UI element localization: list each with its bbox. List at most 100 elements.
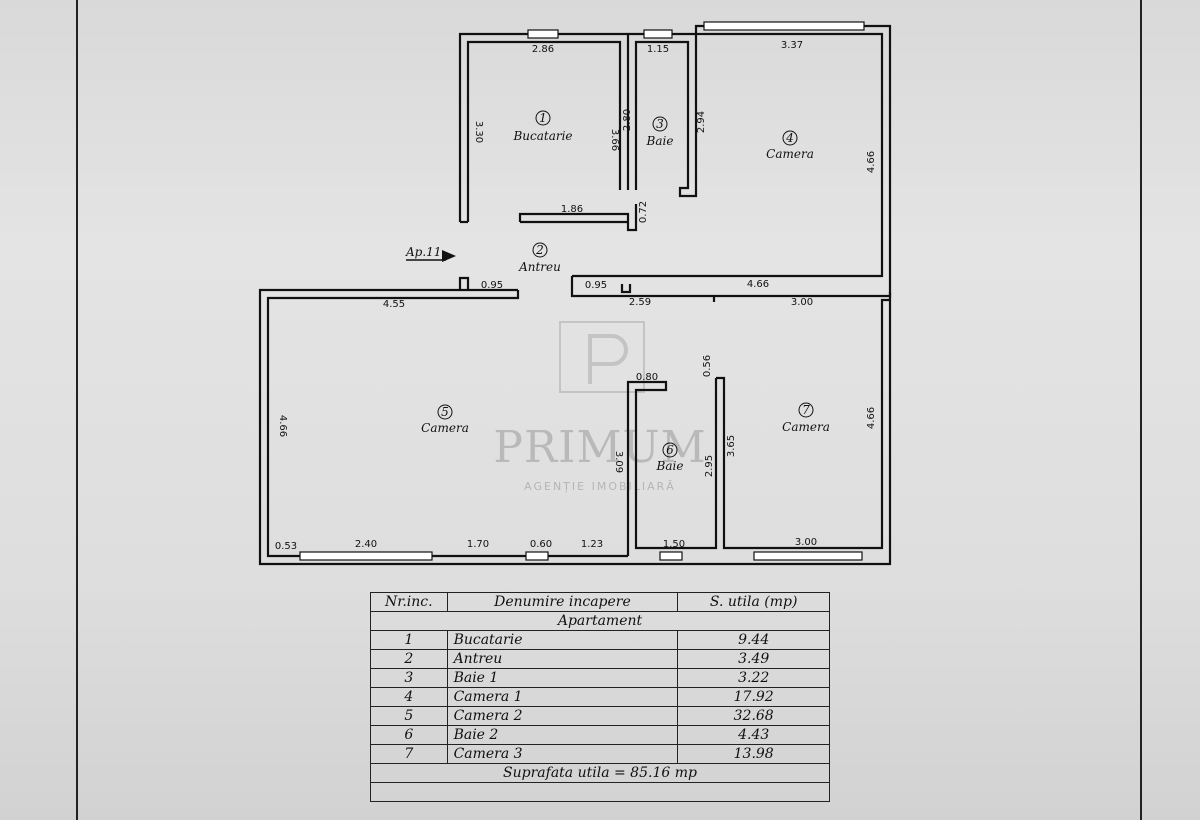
dimension-label: 3.00 bbox=[795, 537, 817, 548]
window bbox=[659, 551, 683, 561]
dimension-label: 0.95 bbox=[585, 280, 607, 291]
dimension-label: 3.37 bbox=[781, 40, 803, 51]
room-area-table: Nr.inc. Denumire incapere S. utila (mp) … bbox=[370, 592, 830, 802]
dimension-label: 0.56 bbox=[702, 355, 713, 377]
room-name: Camera bbox=[782, 420, 830, 434]
dimension-label: 2.80 bbox=[622, 109, 633, 131]
cell-nr: 6 bbox=[370, 725, 448, 745]
room-labels: 1 Bucatarie 2 Antreu 3 Baie 4 Camera 5 bbox=[421, 110, 830, 473]
cell-name: Camera 3 bbox=[446, 744, 679, 764]
room-number: 7 bbox=[802, 403, 810, 417]
dimension-label: 2.95 bbox=[704, 455, 715, 477]
section-title: Apartament bbox=[370, 611, 830, 631]
room-number: 2 bbox=[535, 243, 544, 257]
cell-name: Baie 2 bbox=[446, 725, 679, 745]
column-header-name: Denumire incapere bbox=[446, 592, 679, 612]
room-name: Baie bbox=[656, 459, 684, 473]
walls bbox=[258, 24, 892, 566]
room-2: 2 Antreu bbox=[518, 242, 561, 274]
table-row: 6 Baie 2 4.43 bbox=[370, 725, 830, 745]
dimension-label: 3.66 bbox=[609, 129, 620, 151]
cell-nr: 3 bbox=[370, 668, 448, 688]
table-row: 1 Bucatarie 9.44 bbox=[370, 630, 830, 650]
room-4: 4 Camera bbox=[766, 130, 814, 161]
window bbox=[525, 551, 549, 561]
room-name: Bucatarie bbox=[512, 129, 572, 143]
column-header-area: S. utila (mp) bbox=[677, 592, 830, 612]
cell-name: Bucatarie bbox=[446, 630, 679, 650]
room-number: 4 bbox=[785, 131, 794, 145]
cell-area: 13.98 bbox=[677, 744, 830, 764]
watermark-subtitle: AGENȚIE IMOBILIARĂ bbox=[524, 480, 676, 493]
cell-nr: 5 bbox=[370, 706, 448, 726]
dimension-label: 1.50 bbox=[663, 539, 685, 550]
dimension-label: 4.66 bbox=[747, 279, 769, 290]
dimension-label: 0.95 bbox=[481, 280, 503, 291]
apartment-marker: Ap.11 bbox=[405, 245, 456, 262]
dimension-label: 0.72 bbox=[638, 201, 649, 223]
room-name: Camera bbox=[766, 147, 814, 161]
table-row: 3 Baie 1 3.22 bbox=[370, 668, 830, 688]
table-section-row: Apartament bbox=[370, 611, 830, 631]
watermark: PRIMUM AGENȚIE IMOBILIARĂ bbox=[493, 321, 706, 493]
table-header-row: Nr.inc. Denumire incapere S. utila (mp) bbox=[370, 592, 830, 612]
cell-nr: 2 bbox=[370, 649, 448, 669]
cell-name: Camera 2 bbox=[446, 706, 679, 726]
table-row: 4 Camera 1 17.92 bbox=[370, 687, 830, 707]
table-row: 2 Antreu 3.49 bbox=[370, 649, 830, 669]
room-7: 7 Camera bbox=[782, 402, 830, 434]
dimension-label: 3.30 bbox=[473, 121, 484, 143]
dimension-label: 3.00 bbox=[791, 297, 813, 308]
dimension-label: 2.40 bbox=[355, 539, 377, 550]
dimension-label: 3.65 bbox=[726, 435, 737, 457]
table-row: 5 Camera 2 32.68 bbox=[370, 706, 830, 726]
dimension-label: 2.59 bbox=[629, 297, 651, 308]
dimension-label: 4.55 bbox=[383, 299, 405, 310]
cell-area: 3.22 bbox=[677, 668, 830, 688]
cell-name: Antreu bbox=[446, 649, 679, 669]
page-border-left bbox=[76, 0, 78, 820]
watermark-title: PRIMUM bbox=[493, 422, 706, 473]
cell-name: Camera 1 bbox=[446, 687, 679, 707]
cell-area: 4.43 bbox=[677, 725, 830, 745]
dimension-label: 0.60 bbox=[530, 539, 552, 550]
column-header-nr: Nr.inc. bbox=[370, 592, 448, 612]
window bbox=[703, 21, 865, 31]
apartment-marker-label: Ap.11 bbox=[405, 245, 441, 259]
cell-nr: 4 bbox=[370, 687, 448, 707]
dimension-label: 1.23 bbox=[581, 539, 603, 550]
dimension-label: 0.80 bbox=[636, 372, 658, 383]
dimension-label: 1.86 bbox=[561, 204, 583, 215]
table-row: 7 Camera 3 13.98 bbox=[370, 744, 830, 764]
room-1: 1 Bucatarie bbox=[512, 110, 573, 143]
dimension-label: 4.66 bbox=[866, 407, 877, 429]
page-border-right bbox=[1140, 0, 1142, 820]
room-number: 3 bbox=[656, 117, 664, 131]
cell-name: Baie 1 bbox=[446, 668, 679, 688]
table-total-row: Suprafata utila = 85.16 mp bbox=[370, 763, 830, 783]
cell-area: 3.49 bbox=[677, 649, 830, 669]
room-number: 6 bbox=[666, 443, 674, 457]
arrow-right-icon bbox=[442, 250, 456, 262]
cell-nr: 7 bbox=[370, 744, 448, 764]
cell-area: 9.44 bbox=[677, 630, 830, 650]
total-area: Suprafata utila = 85.16 mp bbox=[370, 763, 830, 783]
empty-cell bbox=[370, 782, 830, 802]
room-name: Antreu bbox=[518, 260, 561, 274]
cell-area: 17.92 bbox=[677, 687, 830, 707]
window bbox=[643, 29, 673, 39]
table-empty-row bbox=[370, 782, 830, 802]
dimension-label: 1.70 bbox=[467, 539, 489, 550]
dimension-label: 1.15 bbox=[647, 44, 669, 55]
room-5: 5 Camera bbox=[421, 404, 469, 435]
windows bbox=[299, 21, 865, 561]
dimension-label: 2.86 bbox=[532, 44, 554, 55]
room-3: 3 Baie bbox=[646, 116, 673, 148]
dimension-label: 0.53 bbox=[275, 541, 297, 552]
room-number: 5 bbox=[441, 405, 449, 419]
window bbox=[299, 551, 433, 561]
cell-area: 32.68 bbox=[677, 706, 830, 726]
watermark-p-mark bbox=[588, 334, 628, 384]
dimension-labels: 2.86 1.15 3.37 3.30 3.66 2.80 2.94 4.66 … bbox=[275, 40, 877, 552]
